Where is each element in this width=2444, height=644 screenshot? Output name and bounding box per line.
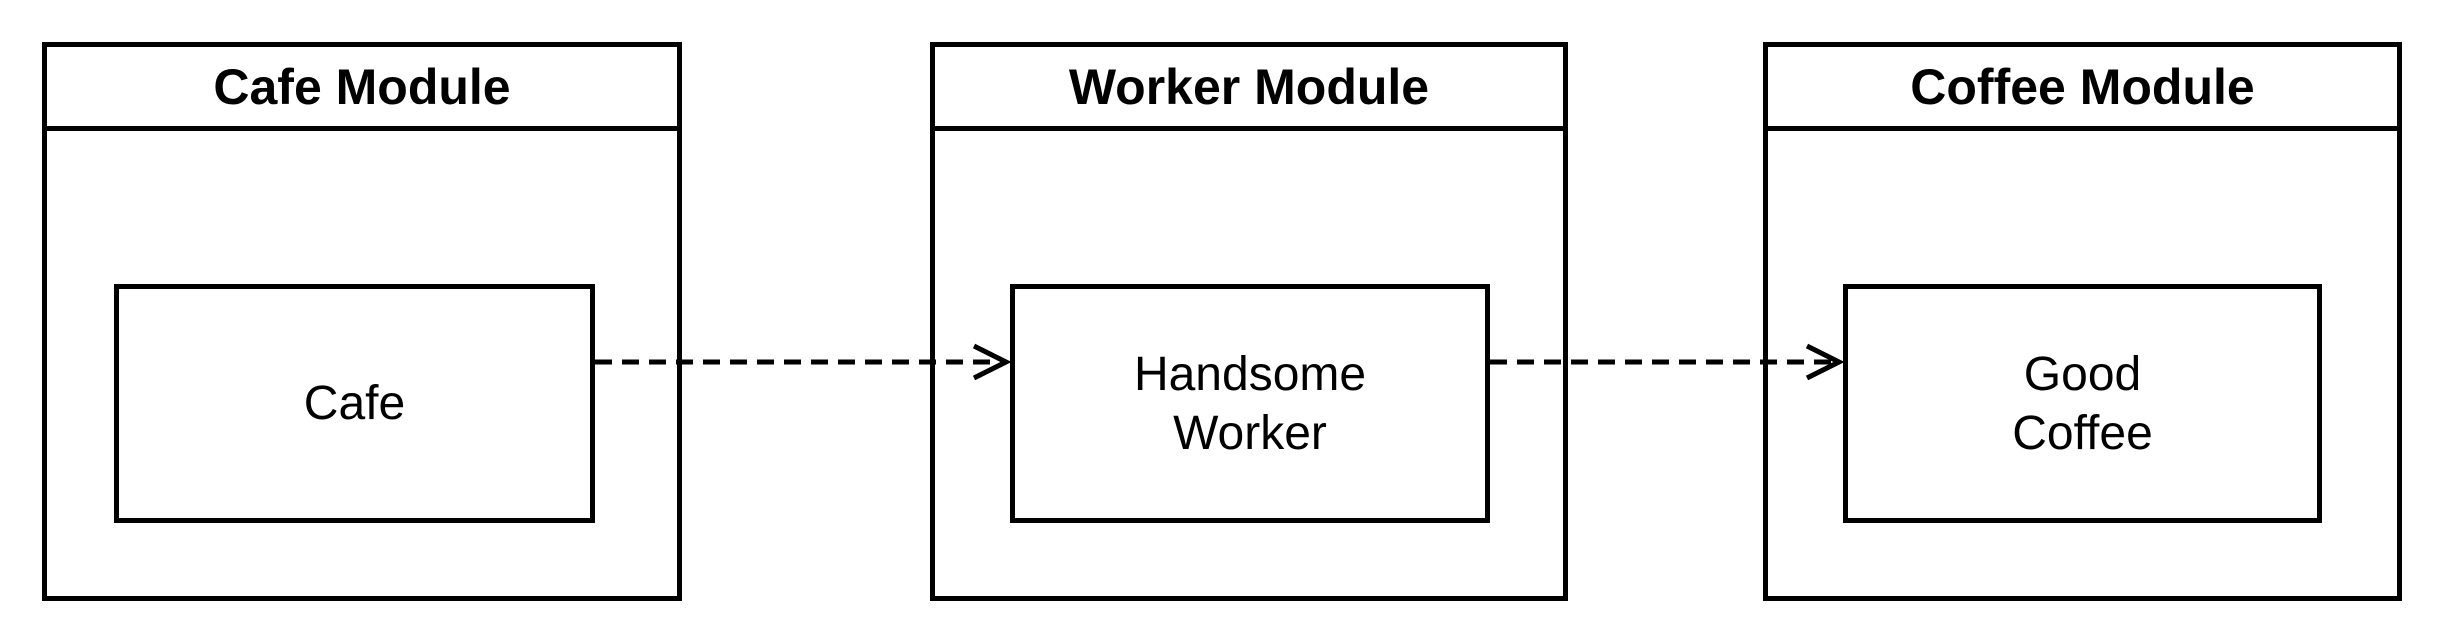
node-cafe-label-line: Cafe (303, 377, 406, 430)
module-cafe-title: Cafe Module (47, 47, 677, 131)
node-good-coffee-label-line: Coffee (2012, 406, 2153, 460)
module-cafe-body: Cafe (47, 131, 677, 596)
module-cafe: Cafe Module Cafe (42, 42, 682, 601)
module-worker-body: Handsome Worker (935, 131, 1563, 596)
node-handsome-worker-label-line: Handsome (1133, 347, 1367, 401)
module-worker: Worker Module Handsome Worker (930, 42, 1568, 601)
node-good-coffee: Good Coffee (1843, 284, 2322, 523)
module-worker-title: Worker Module (935, 47, 1563, 131)
module-coffee-title: Coffee Module (1768, 47, 2397, 131)
node-cafe: Cafe (114, 284, 595, 523)
node-handsome-worker: Handsome Worker (1010, 284, 1490, 523)
module-coffee-body: Good Coffee (1768, 131, 2397, 596)
module-coffee: Coffee Module Good Coffee (1763, 42, 2402, 601)
node-handsome-worker-label-line: Worker (1173, 406, 1327, 460)
node-good-coffee-label-line: Good (2023, 347, 2142, 401)
